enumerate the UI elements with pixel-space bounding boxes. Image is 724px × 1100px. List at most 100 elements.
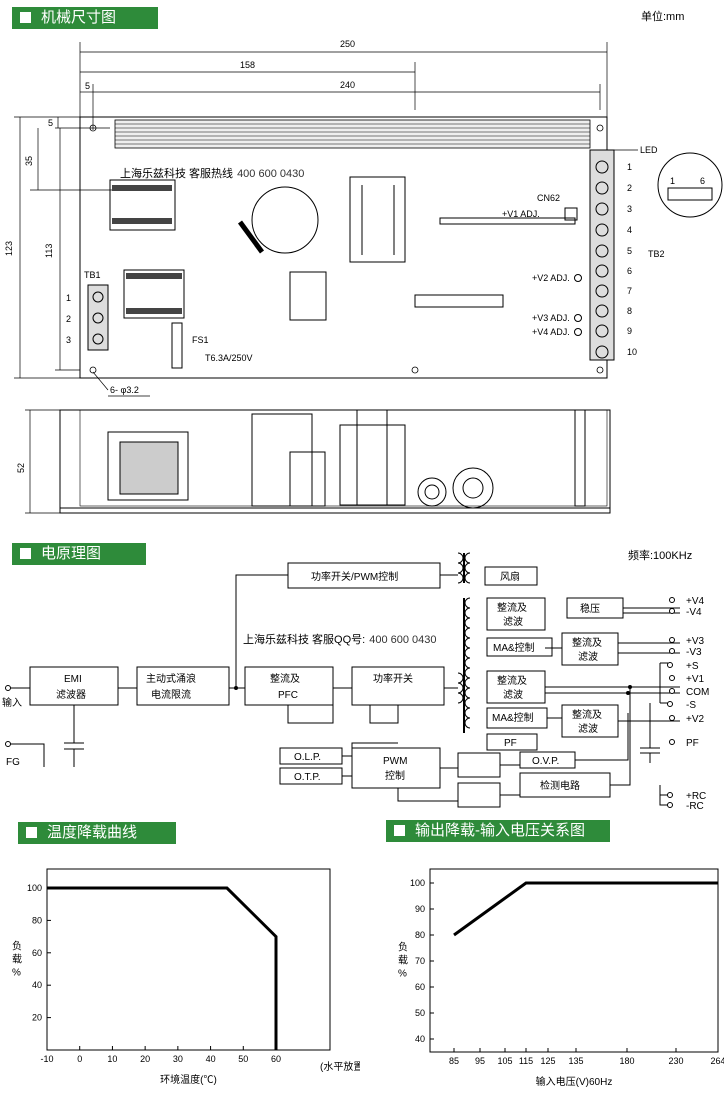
dim-5-top: 5 — [85, 81, 90, 91]
power-switch-label: 功率开关 — [373, 672, 413, 685]
led-label: LED — [640, 145, 658, 155]
output-terminal — [667, 662, 673, 668]
x-tick-label: 50 — [238, 1054, 248, 1064]
tb2-screw — [595, 160, 609, 174]
ma-label-2: MA&控制 — [492, 711, 534, 724]
output-terminal — [669, 637, 675, 643]
cn-pin-6: 6 — [700, 176, 705, 186]
tb2-pin-1: 1 — [627, 162, 632, 172]
tb2-pin-4: 4 — [627, 225, 632, 235]
output-terminal — [669, 688, 675, 694]
tb2-screw — [595, 202, 609, 216]
fuse-rating: T6.3A/250V — [205, 353, 253, 363]
section-title: 电原理图 — [41, 545, 102, 562]
y-tick-label: 80 — [32, 915, 42, 925]
output-label: +V1 — [686, 674, 705, 685]
x-tick-label: 230 — [668, 1056, 683, 1066]
y-tick-label: 100 — [27, 883, 42, 893]
ovp-label: O.V.P. — [532, 756, 559, 767]
tb2-screw — [595, 181, 609, 195]
tb2-pin-2: 2 — [627, 183, 632, 193]
x-tick-label: 264 — [710, 1056, 724, 1066]
output-label: COM — [686, 687, 709, 698]
section-header-schematic: 电原理图 — [12, 543, 146, 565]
output-label: -RC — [686, 801, 704, 812]
tb2-pin-9: 9 — [627, 326, 632, 336]
output-label: -V4 — [686, 607, 702, 618]
y-tick-label: 50 — [415, 1008, 425, 1018]
section-header-temp-derating: 温度降载曲线 — [18, 822, 176, 844]
dim-250: 250 — [340, 39, 355, 49]
pfc-line1: 整流及 — [270, 672, 300, 685]
section-title: 温度降载曲线 — [47, 824, 138, 841]
input-label: 输入 — [2, 696, 22, 709]
output-terminal — [669, 608, 675, 614]
pf-box-label: PF — [504, 738, 517, 749]
tb2-screw — [595, 345, 609, 359]
dim-52: 52 — [16, 463, 26, 473]
x-tick-label: 135 — [568, 1056, 583, 1066]
tb2-pin-10: 10 — [627, 347, 637, 357]
mechanical-drawing: 250 158 240 5 5 35 123 113 52 TB1 1 2 3 — [4, 39, 723, 514]
brand-name: 上海乐兹科技 客服热线 — [120, 168, 234, 180]
adj-v2: +V2 ADJ. — [532, 273, 570, 283]
x-tick-label: 115 — [519, 1056, 533, 1066]
output-label: +V4 — [686, 596, 705, 607]
fg-label: FG — [6, 757, 20, 768]
rect3-line1: 整流及 — [497, 674, 527, 687]
output-terminal — [669, 715, 675, 721]
dim-5-left: 5 — [48, 118, 53, 128]
output-terminal — [667, 792, 673, 798]
y-tick-label: 90 — [415, 904, 425, 914]
y-tick-label: 40 — [32, 980, 42, 990]
output-terminal — [669, 648, 675, 654]
tb2-screw — [595, 284, 609, 298]
tb2-pin-8: 8 — [627, 306, 632, 316]
section-header-voltage-derating: 输出降载-输入电压关系图 — [386, 820, 610, 842]
output-label: +V3 — [686, 636, 705, 647]
mounting-holes-label: 6- φ3.2 — [110, 385, 139, 395]
brand-name: 上海乐兹科技 客服QQ号: — [243, 634, 366, 646]
output-terminal — [667, 701, 673, 707]
tb2-pin-3: 3 — [627, 204, 632, 214]
cn-pin-1: 1 — [670, 176, 675, 186]
x-tick-label: 20 — [140, 1054, 150, 1064]
tb2-pin-6: 6 — [627, 266, 632, 276]
dim-158: 158 — [240, 60, 255, 70]
x-tick-label: 60 — [271, 1054, 281, 1064]
series-line — [453, 881, 718, 937]
inrush-line1: 主动式涌浪 — [146, 672, 196, 685]
output-terminal — [669, 675, 675, 681]
emi-line1: EMI — [64, 674, 82, 685]
dim-123: 123 — [4, 241, 14, 256]
pfc-line2: PFC — [278, 690, 298, 701]
rect1-line1: 整流及 — [497, 601, 527, 614]
rect3-line2: 滤波 — [503, 688, 523, 701]
x-tick-label: 40 — [206, 1054, 216, 1064]
adj-v3: +V3 ADJ. — [532, 313, 570, 323]
dim-240: 240 — [340, 80, 355, 90]
y-tick-label: 40 — [415, 1034, 425, 1044]
tb2-screw — [595, 223, 609, 237]
output-label: +RC — [686, 791, 706, 802]
section-title: 输出降载-输入电压关系图 — [415, 822, 585, 839]
tb2-pin-7: 7 — [627, 286, 632, 296]
cn62-label: CN62 — [537, 193, 560, 203]
ma-label-1: MA&控制 — [493, 641, 535, 654]
dim-35: 35 — [24, 156, 34, 166]
tb1-pin-3: 3 — [66, 335, 71, 345]
inrush-line2: 电流限流 — [151, 688, 191, 701]
schem-brand-text: 上海乐兹科技 客服QQ号:400 600 0430 — [243, 631, 437, 647]
rect4-line1: 整流及 — [572, 708, 602, 721]
x-tick-label: 125 — [540, 1056, 555, 1066]
y-tick-label: 80 — [415, 930, 425, 940]
dim-113: 113 — [44, 244, 54, 258]
tb1-pin-1: 1 — [66, 293, 71, 303]
emi-line2: 滤波器 — [56, 688, 86, 701]
section-header-mechanical: 机械尺寸图 — [12, 7, 158, 29]
output-terminal — [669, 597, 675, 603]
y-tick-label: 70 — [415, 956, 425, 966]
x-tick-label: 85 — [449, 1056, 459, 1066]
